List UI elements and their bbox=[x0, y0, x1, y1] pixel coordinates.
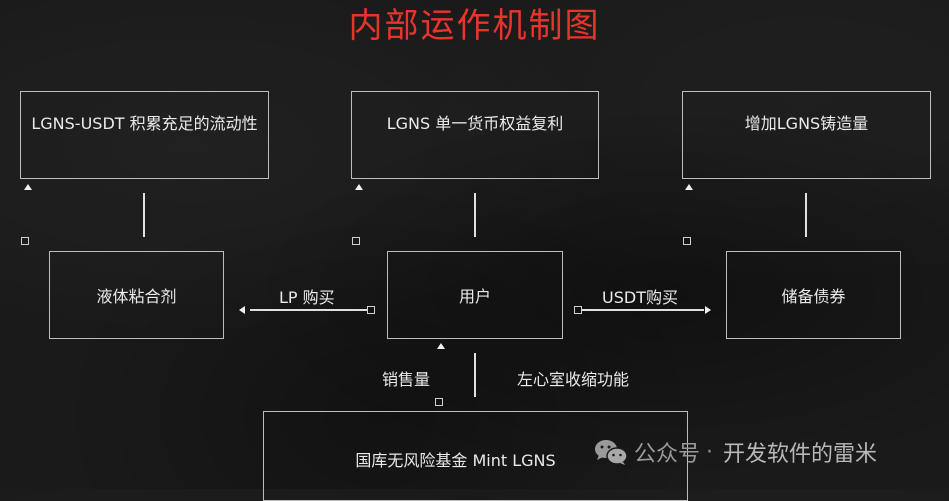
edge-label-lp-buy: LP 购买 bbox=[279, 288, 335, 307]
node-compound-label: LGNS 单一货币权益复利 bbox=[386, 114, 564, 133]
connector-handle-icon bbox=[683, 237, 691, 245]
watermark-platform: 公众号 bbox=[634, 442, 701, 467]
edge-line-lp-buy bbox=[250, 309, 367, 311]
edge-label-contraction: 左心室收缩功能 bbox=[517, 370, 630, 389]
node-liquidity-label: LGNS-USDT 积累充足的流动性 bbox=[31, 114, 258, 133]
node-bonds: 储备债券 bbox=[726, 251, 901, 339]
connector-line bbox=[474, 193, 476, 237]
arrow-up-icon bbox=[437, 343, 445, 349]
arrow-right-icon bbox=[705, 306, 711, 314]
connector-line bbox=[143, 193, 145, 237]
watermark: 公众号 · 开发软件的雷米 bbox=[594, 436, 877, 468]
watermark-separator: · bbox=[706, 439, 714, 465]
connector-handle-icon bbox=[435, 398, 443, 406]
node-mint-label: 增加LGNS铸造量 bbox=[744, 114, 869, 133]
node-treasury-label: 国库无风险基金 Mint LGNS bbox=[355, 451, 556, 470]
connector-handle-icon bbox=[352, 237, 360, 245]
node-liquidity: LGNS-USDT 积累充足的流动性 bbox=[20, 91, 269, 179]
wechat-icon bbox=[595, 440, 628, 465]
connector-handle-icon bbox=[21, 237, 29, 245]
arrow-left-icon bbox=[239, 306, 245, 314]
node-adhesive: 液体粘合剂 bbox=[49, 251, 224, 339]
connector-line bbox=[805, 193, 807, 237]
edge-label-usdt-buy: USDT购买 bbox=[602, 288, 678, 307]
edge-label-sales: 销售量 bbox=[382, 370, 431, 389]
connector-handle-icon bbox=[574, 306, 582, 314]
arrow-up-icon bbox=[355, 184, 363, 190]
connector-handle-icon bbox=[367, 306, 375, 314]
edge-line-usdt-buy bbox=[582, 309, 704, 311]
arrow-up-icon bbox=[685, 184, 693, 190]
node-bonds-label: 储备债券 bbox=[781, 287, 846, 306]
node-compound: LGNS 单一货币权益复利 bbox=[351, 91, 599, 179]
watermark-account: 开发软件的雷米 bbox=[723, 442, 878, 467]
diagram-title: 内部运作机制图 bbox=[348, 6, 601, 46]
node-user-label: 用户 bbox=[458, 287, 491, 306]
node-adhesive-label: 液体粘合剂 bbox=[96, 287, 177, 306]
node-mint: 增加LGNS铸造量 bbox=[682, 91, 931, 179]
connector-line bbox=[474, 353, 476, 397]
arrow-up-icon bbox=[24, 184, 32, 190]
node-user: 用户 bbox=[387, 251, 563, 339]
